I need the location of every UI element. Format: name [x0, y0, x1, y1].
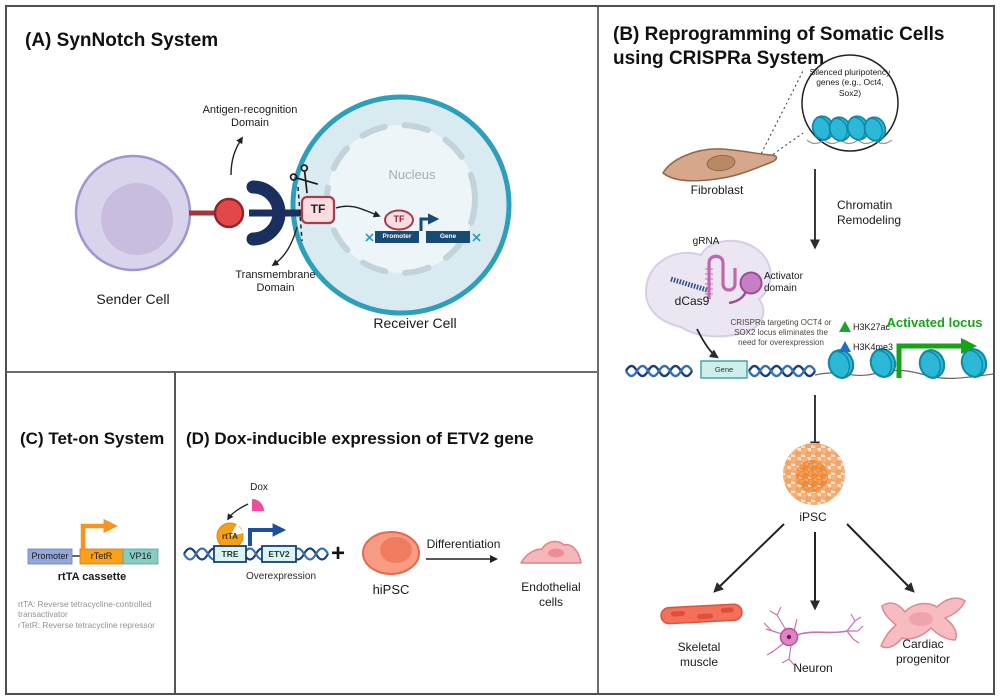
panel-b-graphics: [624, 54, 994, 666]
panel-b: (B) Reprogramming of Somatic Cells using…: [597, 7, 995, 693]
dcas9-complex-icon: [644, 239, 772, 338]
plus-sign: +: [330, 540, 345, 567]
footnote-rtta: rtTA: Reverse tetracycline-controlled tr…: [18, 599, 152, 620]
transmembrane-label-arrow: [271, 226, 298, 266]
tf-membrane-label: TF: [310, 202, 326, 216]
activator-domain-icon: [739, 271, 763, 295]
promoter-label: Promoter: [382, 233, 412, 240]
activator-domain-label: Activator domain: [764, 271, 803, 295]
fibroblast-icon: [662, 148, 778, 182]
hipsc-cell-icon: [362, 531, 420, 575]
panel-a-graphics: [74, 94, 512, 316]
nucleus-icon: [324, 122, 478, 276]
hipsc-label: hiPSC: [372, 582, 410, 597]
cardiac-progenitor-icon: [880, 597, 966, 649]
fibroblast-label: Fibroblast: [690, 183, 744, 197]
rtta-cassette-label: rtTA cassette: [57, 571, 127, 583]
activated-locus-arrow: [896, 337, 978, 378]
tf-release-arrow: [335, 205, 381, 218]
dna-end-marks: [365, 233, 481, 242]
dox-icon: [252, 499, 264, 511]
gene-label: Gene: [439, 233, 457, 240]
zoom-line-top: [758, 70, 804, 159]
panel-d: (D) Dox-inducible expression of ETV2 gen…: [174, 371, 597, 693]
arrow-to-muscle: [713, 523, 785, 593]
endothelial-cell-icon: [520, 540, 582, 564]
antigen-domain-label: Antigen-recognition Domain: [202, 104, 298, 130]
sender-cell-icon: [74, 154, 192, 272]
panel-c-graphics: [27, 518, 159, 565]
dna-helix-left: [624, 364, 817, 378]
promoter-label-c: Promoter: [31, 551, 69, 561]
neuron-icon: [763, 606, 864, 666]
nucleus-label: Nucleus: [388, 167, 436, 182]
vp16-box: [122, 548, 159, 565]
scissors-icon: [289, 164, 319, 194]
overexpression-label: Overexpression: [245, 571, 317, 582]
transmembrane-domain-label: Transmembrane Domain: [235, 269, 316, 295]
footnote-rtetr: rTetR: Reverse tetracycline repressor: [18, 620, 155, 630]
transcription-arrow: [419, 213, 440, 231]
arrow-to-cardiac: [846, 523, 915, 593]
panel-d-title: (D) Dox-inducible expression of ETV2 gen…: [186, 429, 534, 448]
rtetr-label: rTetR: [90, 551, 113, 561]
promoter-box-c: [27, 548, 73, 565]
etv2-transcription-arrow: [248, 523, 287, 546]
receiver-cell-label: Receiver Cell: [373, 315, 457, 331]
skeletal-muscle-label: Skeletal muscle: [677, 640, 721, 669]
dox-label: Dox: [250, 482, 268, 493]
ipsc-colony-icon: [783, 443, 845, 505]
gene-box: [426, 231, 470, 243]
cardiac-progenitor-label: Cardiac progenitor: [895, 637, 951, 666]
rtta-label: rtTA: [222, 532, 238, 541]
tf-nuclear-oval: [384, 209, 414, 231]
gene-box-b: [700, 360, 748, 379]
sender-cell-label: Sender Cell: [96, 291, 170, 307]
h3k4me3-label: H3K4me3: [853, 342, 894, 352]
panel-a-title: (A) SynNotch System: [25, 30, 219, 51]
zoom-line-bottom: [760, 132, 804, 164]
etv2-label: ETV2: [268, 549, 290, 559]
chromatin-remodeling-label: Chromatin Remodeling: [837, 198, 902, 227]
h3k27ac-label: H3K27ac: [853, 322, 891, 332]
ipsc-label: iPSC: [799, 510, 827, 524]
dcas9-to-gene-arrow: [696, 328, 719, 359]
promoter-box: [375, 231, 419, 243]
cleavage-dashed-line: [297, 186, 303, 242]
tre-box: [213, 545, 247, 563]
tre-label: TRE: [221, 549, 239, 559]
silenced-genes-label: Silenced pluripotency genes (e.g., Oct4,…: [809, 67, 891, 98]
h3k27ac-triangle-icon: [839, 321, 851, 332]
panel-b-title: (B) Reprogramming of Somatic Cells using…: [613, 24, 945, 69]
panel-a: (A) SynNotch System Antigen-recognition …: [7, 7, 597, 371]
dcas9-label: dCas9: [674, 294, 710, 308]
panel-c-title: (C) Tet-on System: [20, 429, 165, 448]
grna-label: gRNA: [692, 236, 720, 247]
target-dna-strand: [670, 276, 708, 293]
endothelial-label: Endothelial cells: [521, 580, 581, 609]
h3k4me3-triangle-icon: [839, 341, 851, 352]
etv2-box: [261, 545, 297, 563]
skeletal-muscle-icon: [660, 603, 743, 625]
dna-helix-d: [183, 547, 329, 561]
dox-to-rtta-arrow: [227, 503, 249, 521]
gene-label-b: Gene: [714, 365, 734, 374]
figure-container: (A) SynNotch System Antigen-recognition …: [5, 5, 995, 695]
tf-membrane-box: [300, 195, 336, 225]
crispra-note: CRISPRa targeting OCT4 or SOX2 locus eli…: [730, 318, 832, 347]
tet-transcription-arrow: [80, 518, 118, 549]
tf-nuclear-label: TF: [393, 214, 405, 224]
antigen-label-arrow: [230, 136, 243, 176]
differentiation-label: Differentiation: [426, 537, 501, 551]
antigen-icon: [213, 197, 245, 229]
panel-d-graphics: [183, 499, 582, 575]
vp16-label: VP16: [129, 551, 152, 561]
grna-hairpin-icon: [707, 254, 737, 299]
panel-c: (C) Tet-on System Promoter rTetR VP16 rt…: [7, 371, 174, 693]
rtta-protein-icon: [216, 522, 244, 550]
activated-locus-label: Activated locus: [886, 315, 983, 330]
neuron-label: Neuron: [793, 661, 833, 675]
